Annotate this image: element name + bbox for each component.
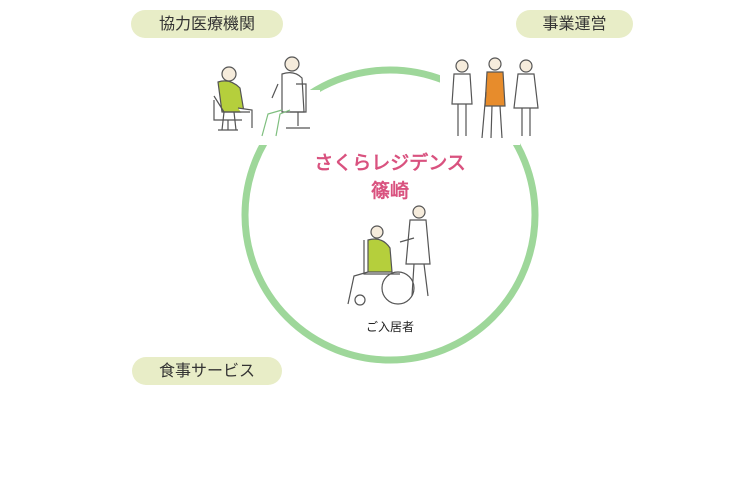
circle-gap-right: [440, 70, 520, 145]
food-service-label: 食事サービス: [132, 357, 282, 385]
wheelchair-illustration: [347, 205, 431, 306]
facility-name-line1: さくらレジデンス: [314, 152, 466, 174]
facility-name-line2: 篠崎: [370, 180, 409, 202]
food-service-text: 食事サービス: [158, 361, 255, 380]
operations-label: 事業運営: [516, 10, 633, 38]
staff-illustration: [451, 57, 539, 139]
medical-institution-text: 協力医療機関: [158, 14, 255, 33]
operations-text: 事業運営: [542, 14, 607, 33]
circle-gap-left: [240, 90, 320, 145]
resident-label: ご入居者: [365, 320, 414, 334]
relationship-circle: [241, 66, 539, 364]
doctor-patient-illustration: [213, 56, 310, 137]
medical-institution-label: 協力医療機関: [131, 10, 283, 38]
